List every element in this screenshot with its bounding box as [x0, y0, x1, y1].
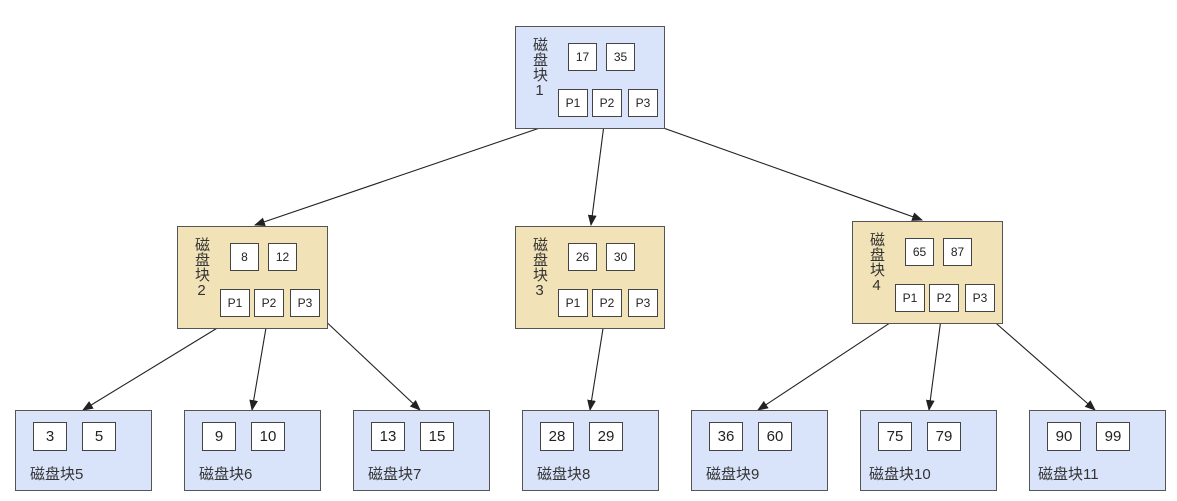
disk-block-10: 75 79 磁盘块10 — [860, 410, 997, 491]
label-char: 盘 — [531, 52, 548, 67]
disk-block-3-label: 磁盘块3 — [530, 237, 549, 299]
key-cell: 3 — [33, 422, 67, 451]
edge-n4-p2-to-leaf10 — [925, 310, 943, 412]
pointer-p2: P2 — [254, 289, 284, 317]
key-cell: 65 — [905, 238, 934, 266]
key-cell: 17 — [568, 43, 597, 71]
edge-n4-p1-to-leaf9 — [757, 310, 909, 411]
edge-n4-p3-to-leaf11 — [981, 310, 1096, 411]
pointer-p1: P1 — [558, 89, 588, 117]
label-char: 盘 — [193, 252, 210, 267]
label-char: 块 — [868, 262, 885, 277]
key-cell: 60 — [758, 422, 792, 451]
disk-block-1-label: 磁盘块1 — [530, 37, 549, 99]
key-cell: 75 — [878, 422, 912, 451]
key-cell: 9 — [202, 422, 236, 451]
key-cell: 28 — [540, 422, 574, 451]
label-char: 块 — [531, 267, 548, 282]
key-cell: 30 — [606, 243, 635, 271]
key-cell: 5 — [82, 422, 116, 451]
edge-n2-p3-to-leaf7 — [319, 315, 421, 411]
edge-root-p3-to-n4 — [654, 124, 924, 221]
disk-block-6: 9 10 磁盘块6 — [184, 410, 321, 491]
disk-block-5-label: 磁盘块5 — [30, 466, 84, 483]
label-char: 盘 — [531, 252, 548, 267]
disk-block-4: 磁盘块4 65 87 P1 P2 P3 — [852, 221, 1003, 324]
disk-block-5: 3 5 磁盘块5 — [15, 410, 152, 491]
label-char: 块 — [193, 267, 210, 282]
disk-block-3: 磁盘块3 26 30 P1 P2 P3 — [515, 226, 665, 329]
disk-block-9-label: 磁盘块9 — [706, 466, 760, 483]
disk-block-4-label: 磁盘块4 — [867, 232, 886, 294]
pointer-p2: P2 — [929, 284, 959, 312]
key-cell: 36 — [709, 422, 743, 451]
pointer-p3: P3 — [628, 89, 658, 117]
key-cell: 8 — [230, 243, 259, 271]
pointer-p2: P2 — [592, 289, 622, 317]
label-char: 磁 — [531, 237, 548, 252]
label-char: 块 — [531, 67, 548, 82]
label-char: 盘 — [868, 247, 885, 262]
key-cell: 87 — [943, 238, 972, 266]
disk-block-8: 28 29 磁盘块8 — [522, 410, 659, 491]
label-char: 2 — [193, 282, 210, 299]
label-char: 磁 — [531, 37, 548, 52]
key-cell: 35 — [606, 43, 635, 71]
label-char: 1 — [531, 82, 548, 99]
key-cell: 29 — [589, 422, 623, 451]
key-cell: 10 — [251, 422, 285, 451]
disk-block-7-label: 磁盘块7 — [368, 466, 422, 483]
pointer-p1: P1 — [220, 289, 250, 317]
pointer-p1: P1 — [895, 284, 925, 312]
key-cell: 99 — [1096, 422, 1130, 451]
edge-n2-p2-to-leaf6 — [249, 315, 269, 412]
disk-block-6-label: 磁盘块6 — [199, 466, 253, 483]
disk-block-11-label: 磁盘块11 — [1038, 466, 1099, 483]
pointer-p2: P2 — [592, 89, 622, 117]
label-char: 磁 — [193, 237, 210, 252]
pointer-p3: P3 — [965, 284, 995, 312]
label-char: 磁 — [868, 232, 885, 247]
disk-block-1: 磁盘块1 17 35 P1 P2 P3 — [515, 26, 665, 129]
key-cell: 12 — [268, 243, 297, 271]
edge-n2-p1-to-leaf5 — [82, 315, 238, 411]
disk-block-11: 90 99 磁盘块11 — [1029, 410, 1166, 491]
label-char: 3 — [531, 282, 548, 299]
disk-block-9: 36 60 磁盘块9 — [691, 410, 828, 491]
key-cell: 13 — [371, 422, 405, 451]
pointer-p3: P3 — [628, 289, 658, 317]
edge-root-p1-to-n2 — [253, 116, 573, 226]
key-cell: 26 — [568, 243, 597, 271]
disk-block-2: 磁盘块2 8 12 P1 P2 P3 — [177, 226, 328, 329]
disk-block-10-label: 磁盘块10 — [869, 466, 931, 483]
pointer-p1: P1 — [558, 289, 588, 317]
label-char: 4 — [868, 277, 885, 294]
disk-block-7: 13 15 磁盘块7 — [353, 410, 490, 491]
pointer-p3: P3 — [290, 289, 320, 317]
key-cell: 15 — [420, 422, 454, 451]
key-cell: 90 — [1047, 422, 1081, 451]
edge-root-p2-to-n3 — [587, 116, 606, 227]
disk-block-8-label: 磁盘块8 — [537, 466, 591, 483]
disk-block-2-label: 磁盘块2 — [192, 237, 211, 299]
edge-n3-p2-to-leaf8 — [587, 315, 606, 412]
key-cell: 79 — [927, 422, 961, 451]
